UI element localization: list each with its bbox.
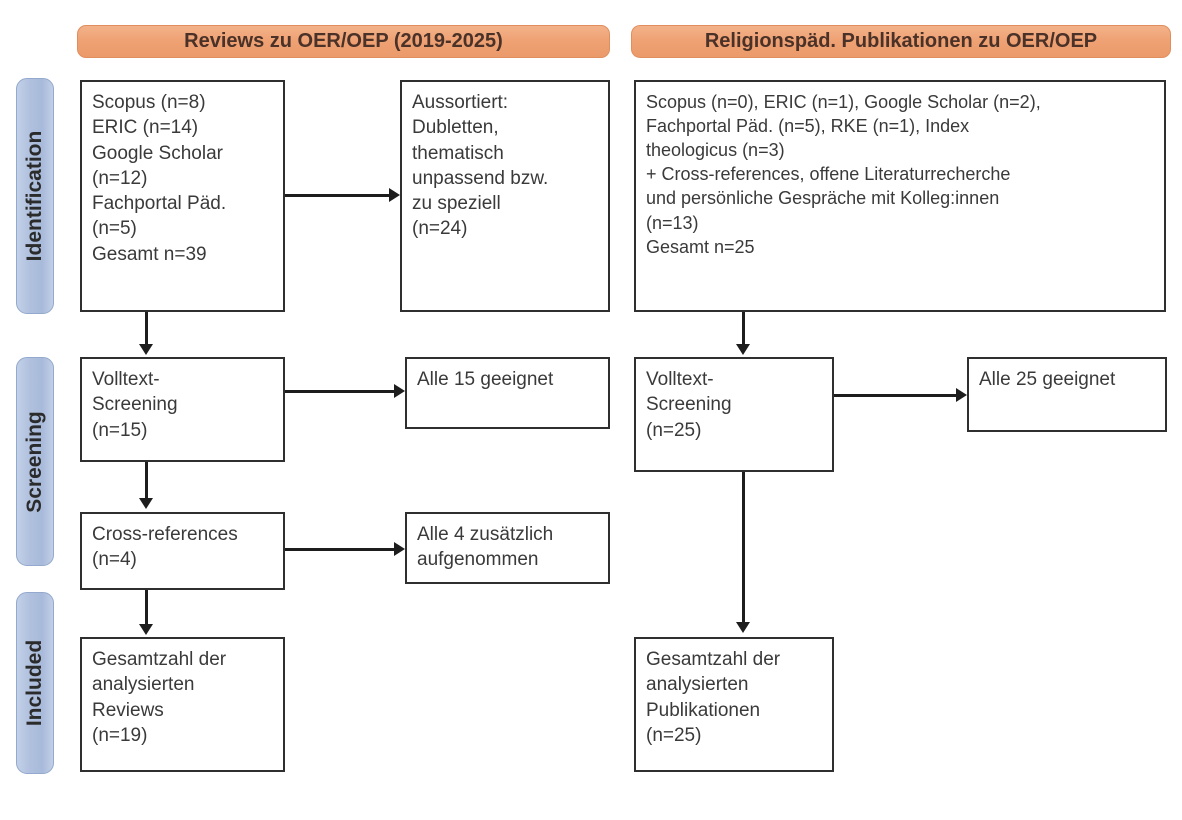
box-left-included-line-3: Reviews: [92, 699, 164, 721]
box-left-crossreferences-result-line-2: aufgenommen: [417, 549, 539, 571]
box-left-fulltext-result-line-1: Alle 15 geeignet: [417, 369, 554, 390]
box-left-excluded-line-3: thematisch: [412, 142, 504, 164]
box-left-sources-line-7: Gesamt n=39: [92, 243, 207, 265]
connector-left-crossrefs-to-result: [285, 548, 394, 551]
stage-label-screening: Screening: [23, 410, 46, 513]
box-right-included-line-2: analysierten: [646, 674, 749, 696]
box-left-excluded-line-2: Dubletten,: [412, 117, 499, 139]
connector-left-sources-to-excluded: [285, 194, 389, 197]
stage-bar-identification: Identification: [16, 78, 54, 314]
box-right-fulltext-line-1: Volltext-: [646, 369, 714, 390]
box-left-included-line-2: analysierten: [92, 674, 195, 696]
box-left-excluded-line-4: unpassend bzw.: [412, 167, 549, 189]
connector-left-sources-to-fulltext: [145, 312, 148, 346]
box-right-fulltext-screening: Volltext- Screening (n=25): [634, 357, 834, 472]
arrowhead-left-fulltext-to-result: [394, 384, 405, 398]
arrowhead-left-sources-to-excluded: [389, 188, 400, 202]
column-banner-right-text: Religionspäd. Publikationen zu OER/OEP: [704, 30, 1098, 52]
box-left-sources: Scopus (n=8) ERIC (n=14) Google Scholar …: [80, 80, 285, 312]
arrowhead-left-sources-to-fulltext: [139, 344, 153, 355]
box-left-fulltext-result: Alle 15 geeignet: [405, 357, 610, 429]
box-left-sources-line-3: Google Scholar: [92, 142, 223, 164]
arrowhead-left-crossrefs-to-result: [394, 542, 405, 556]
box-left-included-line-4: (n=19): [92, 724, 148, 746]
column-banner-right: Religionspäd. Publikationen zu OER/OEP: [631, 25, 1171, 58]
box-left-excluded-line-6: (n=24): [412, 218, 468, 240]
connector-left-crossrefs-to-included: [145, 590, 148, 626]
box-right-fulltext-line-2: Screening: [646, 394, 732, 416]
box-right-sources-line-1: Scopus (n=0), ERIC (n=1), Google Scholar…: [646, 92, 1041, 112]
box-right-sources-line-7: Gesamt n=25: [646, 236, 755, 257]
box-left-sources-line-1: Scopus (n=8): [92, 92, 206, 113]
connector-right-fulltext-to-included: [742, 472, 745, 624]
box-left-crossreferences: Cross-references (n=4): [80, 512, 285, 590]
box-right-included-line-4: (n=25): [646, 724, 702, 746]
column-banner-left-text: Reviews zu OER/OEP (2019-2025): [184, 30, 503, 52]
connector-right-fulltext-to-result: [834, 394, 956, 397]
stage-label-included: Included: [23, 639, 46, 727]
box-left-crossreferences-line-1: Cross-references: [92, 524, 238, 545]
box-left-sources-line-4: (n=12): [92, 167, 148, 189]
box-right-fulltext-result-line-1: Alle 25 geeignet: [979, 369, 1116, 390]
box-right-sources-line-5: und persönliche Gespräche mit Kolleg:inn…: [646, 188, 1000, 209]
connector-left-fulltext-to-result: [285, 390, 394, 393]
box-left-sources-line-5: Fachportal Päd.: [92, 193, 227, 215]
box-right-included: Gesamtzahl der analysierten Publikatione…: [634, 637, 834, 772]
box-right-sources-line-6: (n=13): [646, 212, 699, 233]
connector-left-fulltext-to-crossrefs: [145, 462, 148, 500]
arrowhead-right-sources-to-fulltext: [736, 344, 750, 355]
box-left-excluded-line-5: zu speziell: [412, 193, 501, 215]
box-left-included: Gesamtzahl der analysierten Reviews (n=1…: [80, 637, 285, 772]
box-right-sources-line-4: + Cross-references, offene Literaturrech…: [646, 164, 1011, 185]
box-right-sources: Scopus (n=0), ERIC (n=1), Google Scholar…: [634, 80, 1166, 312]
arrowhead-right-fulltext-to-result: [956, 388, 967, 402]
box-left-sources-line-2: ERIC (n=14): [92, 117, 199, 139]
arrowhead-left-crossrefs-to-included: [139, 624, 153, 635]
box-left-crossreferences-result: Alle 4 zusätzlich aufgenommen: [405, 512, 610, 584]
box-left-excluded: Aussortiert: Dubletten, thematisch unpas…: [400, 80, 610, 312]
arrowhead-left-fulltext-to-crossrefs: [139, 498, 153, 509]
box-left-sources-line-6: (n=5): [92, 218, 137, 240]
box-left-fulltext-line-1: Volltext-: [92, 369, 160, 390]
box-right-sources-line-3: theologicus (n=3): [646, 140, 785, 161]
box-left-crossreferences-line-2: (n=4): [92, 549, 137, 571]
box-right-included-line-3: Publikationen: [646, 699, 761, 721]
box-left-included-line-1: Gesamtzahl der: [92, 649, 227, 670]
box-right-sources-line-2: Fachportal Päd. (n=5), RKE (n=1), Index: [646, 116, 970, 137]
box-right-fulltext-result: Alle 25 geeignet: [967, 357, 1167, 432]
box-right-fulltext-line-3: (n=25): [646, 419, 702, 441]
box-left-crossreferences-result-line-1: Alle 4 zusätzlich: [417, 524, 554, 545]
stage-bar-included: Included: [16, 592, 54, 774]
arrowhead-right-fulltext-to-included: [736, 622, 750, 633]
box-right-included-line-1: Gesamtzahl der: [646, 649, 781, 670]
column-banner-left: Reviews zu OER/OEP (2019-2025): [77, 25, 610, 58]
box-left-fulltext-line-3: (n=15): [92, 419, 148, 441]
connector-right-sources-to-fulltext: [742, 312, 745, 346]
stage-label-identification: Identification: [23, 130, 46, 262]
box-left-fulltext-line-2: Screening: [92, 394, 178, 416]
box-left-excluded-line-1: Aussortiert:: [412, 92, 509, 113]
box-left-fulltext-screening: Volltext- Screening (n=15): [80, 357, 285, 462]
stage-bar-screening: Screening: [16, 357, 54, 566]
